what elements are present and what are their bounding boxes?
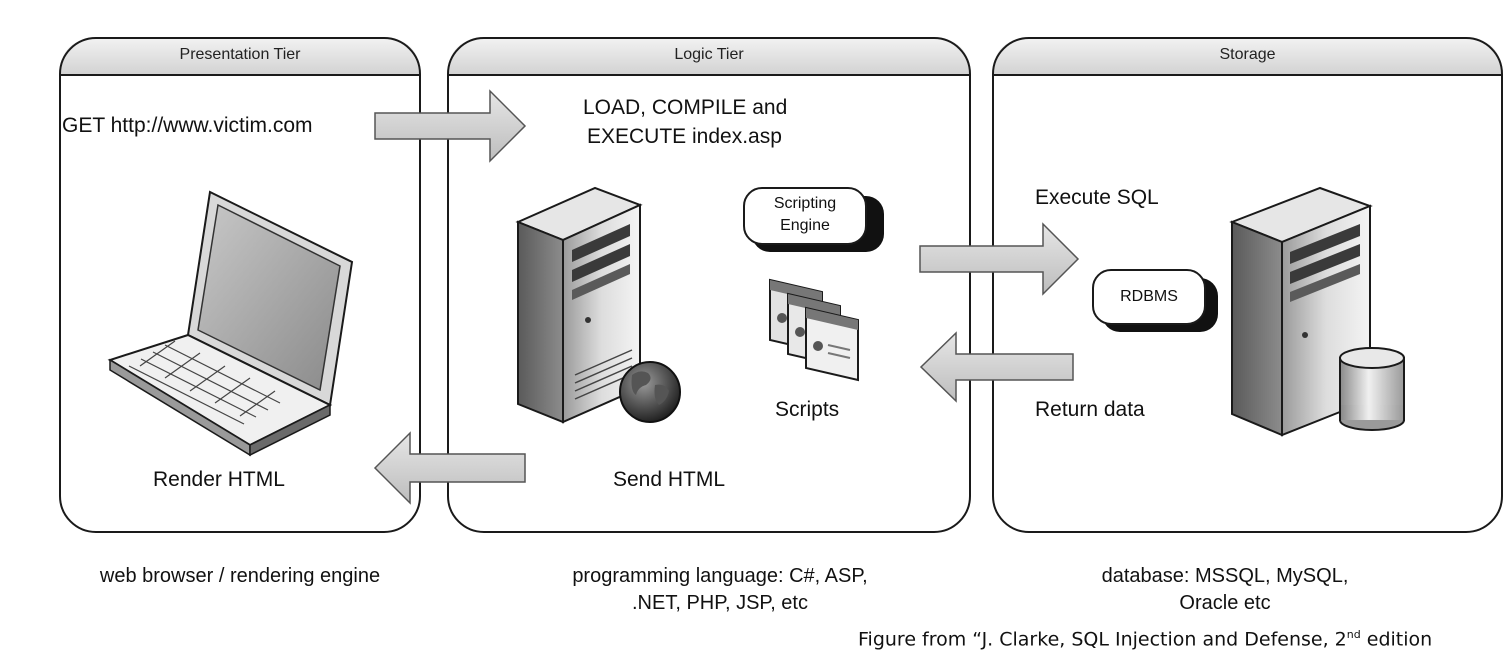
logic-caption-line1: programming language: C#, ASP, [572,565,868,587]
send-html-label: Send HTML [613,468,726,491]
request-label: GET http://www.victim.com [62,114,313,137]
figure-credit: Figure from “J. Clarke, SQL Injection an… [858,628,1432,650]
logic-caption-line2: .NET, PHP, JSP, etc [631,592,808,614]
storage-tier-header [993,38,1502,75]
storage-tier-panel [992,37,1503,533]
request-arrow [374,89,527,163]
send-html-arrow [373,431,526,505]
presentation-tier-header [60,38,420,75]
execute-sql-label: Execute SQL [1035,186,1159,209]
execute-sql-arrow [919,222,1080,296]
storage-tier-title: Storage [1219,46,1276,63]
return-data-label: Return data [1035,398,1145,421]
logic-tier-title: Logic Tier [674,46,744,63]
load-compile-label-line2: EXECUTE index.asp [587,125,782,148]
logic-tier-panel [447,37,971,533]
figure-credit-superscript: nd [1346,628,1361,641]
presentation-tier-title: Presentation Tier [179,46,301,63]
scripts-icon [769,278,859,382]
presentation-caption: web browser / rendering engine [99,565,381,587]
rdbms-label: RDBMS [1120,288,1178,305]
web-server-icon [515,186,643,424]
scripting-engine-label-line1: Scripting [773,195,837,212]
logic-tier-header [448,38,970,75]
database-cylinder-icon [1339,347,1405,431]
render-html-label: Render HTML [153,468,285,491]
scripting-engine-box [743,187,884,252]
load-compile-label-line1: LOAD, COMPILE and [583,96,788,119]
presentation-tier-panel [59,37,421,533]
globe-icon [619,361,681,423]
storage-caption-line2: Oracle etc [1179,592,1271,614]
scripts-label: Scripts [775,398,840,421]
storage-caption-line1: database: MSSQL, MySQL, [1101,565,1349,587]
figure-credit-suffix: edition [1360,628,1433,651]
figure-credit-prefix: Figure from “J. Clarke, SQL Injection an… [858,628,1347,651]
scripting-engine-label-line2: Engine [780,217,830,234]
return-data-arrow [919,331,1074,403]
rdbms-box [1092,269,1218,332]
laptop-icon [107,190,354,457]
